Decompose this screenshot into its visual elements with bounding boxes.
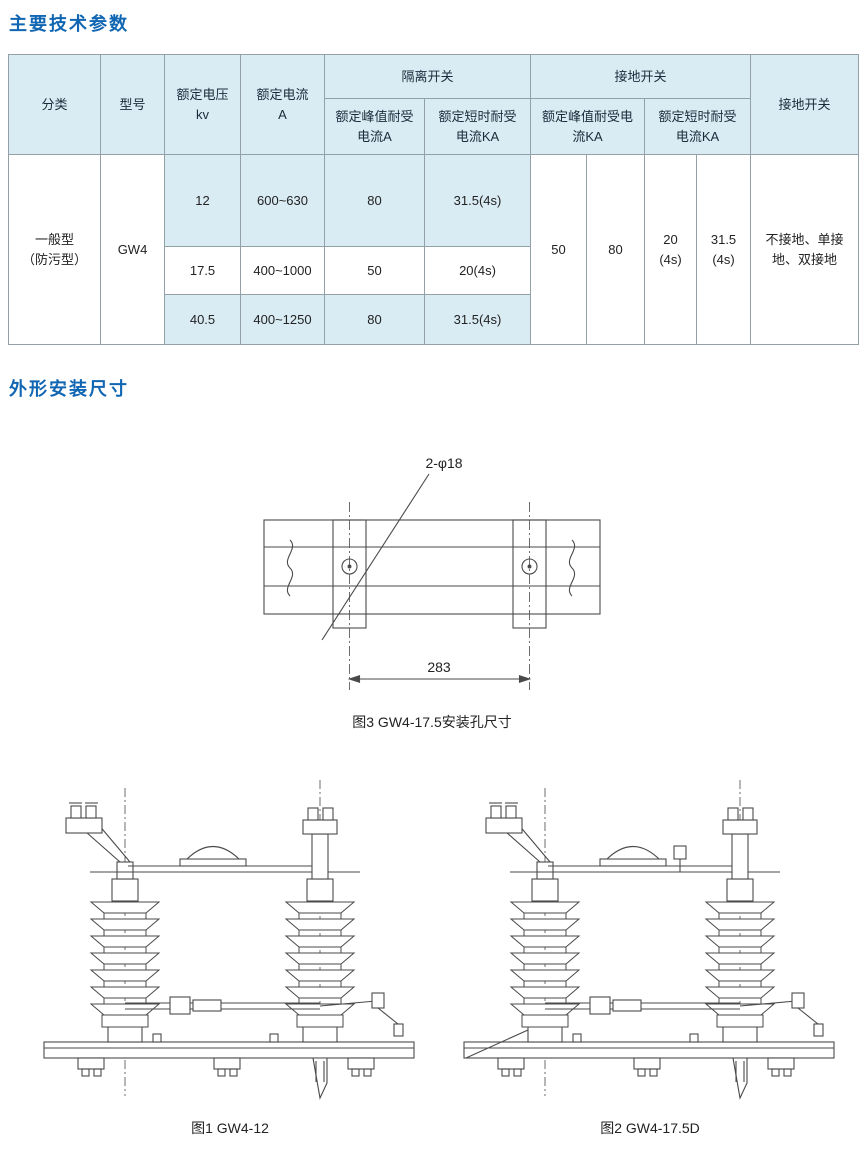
switch-drawing [44, 780, 414, 1098]
table-row: 一般型 （防污型） GW4 12 600~630 80 31.5(4s) 50 … [8, 154, 860, 345]
section-title-installation-dimensions: 外形安装尺寸 [9, 379, 129, 399]
cell-short-2: 31.5(4s) [423, 294, 532, 345]
cell-category: 一般型 （防污型） [8, 154, 101, 345]
figure3-caption: 图3 GW4-17.5安装孔尺寸 [352, 714, 512, 730]
th-gnd-peak-current: 额定峰值耐受电 流KA [530, 98, 646, 155]
th-gnd-short-current: 额定短时耐受 电流KA [644, 98, 752, 155]
leader-line [321, 473, 430, 641]
th-grounding-switch: 接地开关 [530, 54, 752, 99]
mounting-plate-svg: 2-φ18 283 [263, 455, 601, 690]
th-iso-short-current: 额定短时耐受 电流KA [423, 98, 532, 155]
cell-peak-2: 80 [324, 294, 425, 345]
cell-gnd-peak-2: 80 [586, 154, 646, 345]
cell-model: GW4 [100, 154, 165, 345]
dimension-283-label: 283 [427, 659, 451, 675]
break-symbol-right [568, 539, 576, 597]
cell-gnd-short-1: 20 (4s) [644, 154, 698, 345]
cell-voltage-0: 12 [164, 154, 241, 247]
switch-variant-details [465, 845, 687, 1059]
figure-gw4-17-5d-drawing [440, 772, 860, 1108]
center-lines [349, 502, 530, 690]
cell-grounding-modes: 不接地、单接地、双接地 [750, 154, 860, 345]
technical-parameters-table: 分类 型号 额定电压 kv 额定电流 A 隔离开关 接地开关 接地开关 额定峰值… [8, 54, 860, 345]
cell-current-2: 400~1250 [240, 294, 325, 345]
plate-outline [263, 519, 601, 615]
section-title-technical-parameters: 主要技术参数 [9, 14, 129, 34]
cell-gnd-peak-1: 50 [530, 154, 588, 345]
th-grounding-switch-right: 接地开关 [750, 54, 860, 155]
cell-voltage-2: 40.5 [164, 294, 241, 345]
cell-short-1: 20(4s) [423, 246, 532, 295]
th-isolating-switch: 隔离开关 [323, 54, 532, 99]
cell-voltage-1: 17.5 [164, 246, 241, 295]
table-row: 40.5 400~1250 80 31.5(4s) [9, 294, 859, 345]
gw4-17-5d-svg [440, 772, 860, 1108]
figure1-caption: 图1 GW4-12 [191, 1120, 269, 1136]
th-rated-voltage: 额定电压 kv [164, 54, 241, 155]
break-symbol-left [286, 539, 294, 597]
table-row: 17.5 400~1000 50 20(4s) [9, 246, 859, 295]
cell-short-0: 31.5(4s) [423, 154, 532, 247]
cell-peak-1: 50 [324, 246, 425, 295]
th-iso-peak-current: 额定峰值耐受 电流A [324, 98, 425, 155]
cell-current-0: 600~630 [240, 154, 325, 247]
figure-mounting-hole-drawing: 2-φ18 283 [222, 442, 642, 700]
cell-current-1: 400~1000 [240, 246, 325, 295]
figure-gw4-12-drawing [20, 772, 440, 1108]
switch-drawing [464, 780, 834, 1098]
th-category: 分类 [8, 54, 101, 155]
hole-callout-label: 2-φ18 [425, 455, 462, 471]
figure2-caption: 图2 GW4-17.5D [600, 1120, 700, 1136]
cell-gnd-short-2: 31.5 (4s) [696, 154, 752, 345]
th-model: 型号 [100, 54, 165, 155]
th-rated-current: 额定电流 A [240, 54, 325, 155]
gw4-12-svg [20, 772, 440, 1108]
cell-peak-0: 80 [324, 154, 425, 247]
mounting-plate-lines [263, 473, 601, 690]
